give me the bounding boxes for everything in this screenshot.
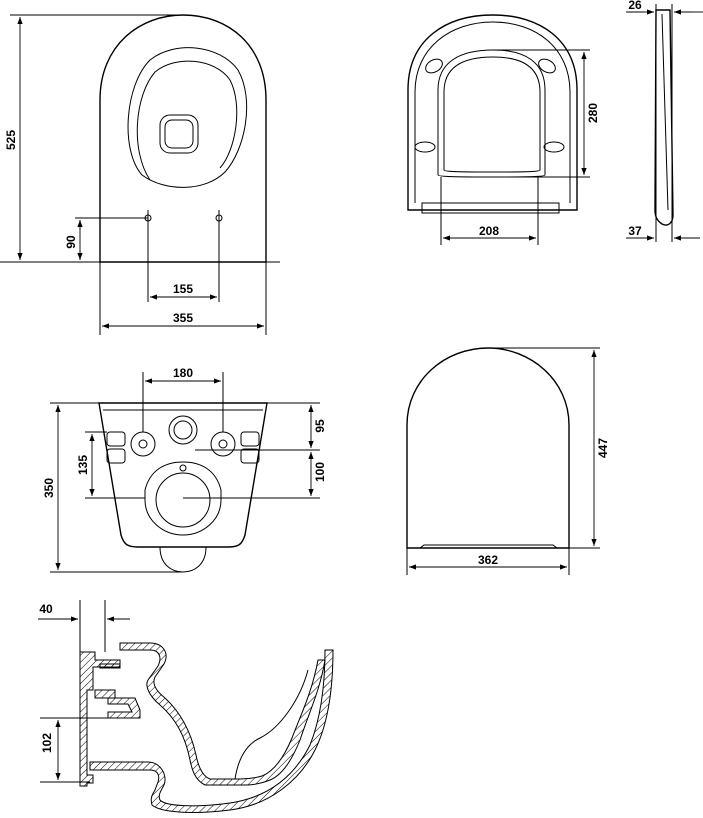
seat-view	[407, 14, 590, 245]
dim-label-525: 525	[4, 130, 18, 150]
dim-label-350: 350	[42, 478, 56, 498]
dim-label-37: 37	[628, 224, 642, 238]
dim-label-102: 102	[40, 733, 54, 753]
top-view	[0, 14, 280, 335]
dim-label-447: 447	[596, 438, 610, 458]
dim-label-180: 180	[173, 366, 193, 380]
dim-label-95: 95	[313, 419, 327, 433]
dim-label-135: 135	[76, 455, 90, 475]
dim-label-208: 208	[479, 224, 499, 238]
rear-view	[50, 372, 320, 573]
dim-label-155: 155	[173, 282, 193, 296]
dim-label-90: 90	[64, 235, 78, 249]
dim-label-26: 26	[628, 0, 642, 12]
dim-label-280: 280	[586, 103, 600, 123]
section-view	[40, 600, 334, 813]
dim-label-100: 100	[313, 462, 327, 482]
seat-side-view	[654, 4, 674, 242]
dim-label-40: 40	[39, 602, 53, 616]
lid-view	[406, 347, 600, 575]
dim-label-355: 355	[173, 311, 193, 325]
dim-label-362: 362	[478, 553, 498, 567]
